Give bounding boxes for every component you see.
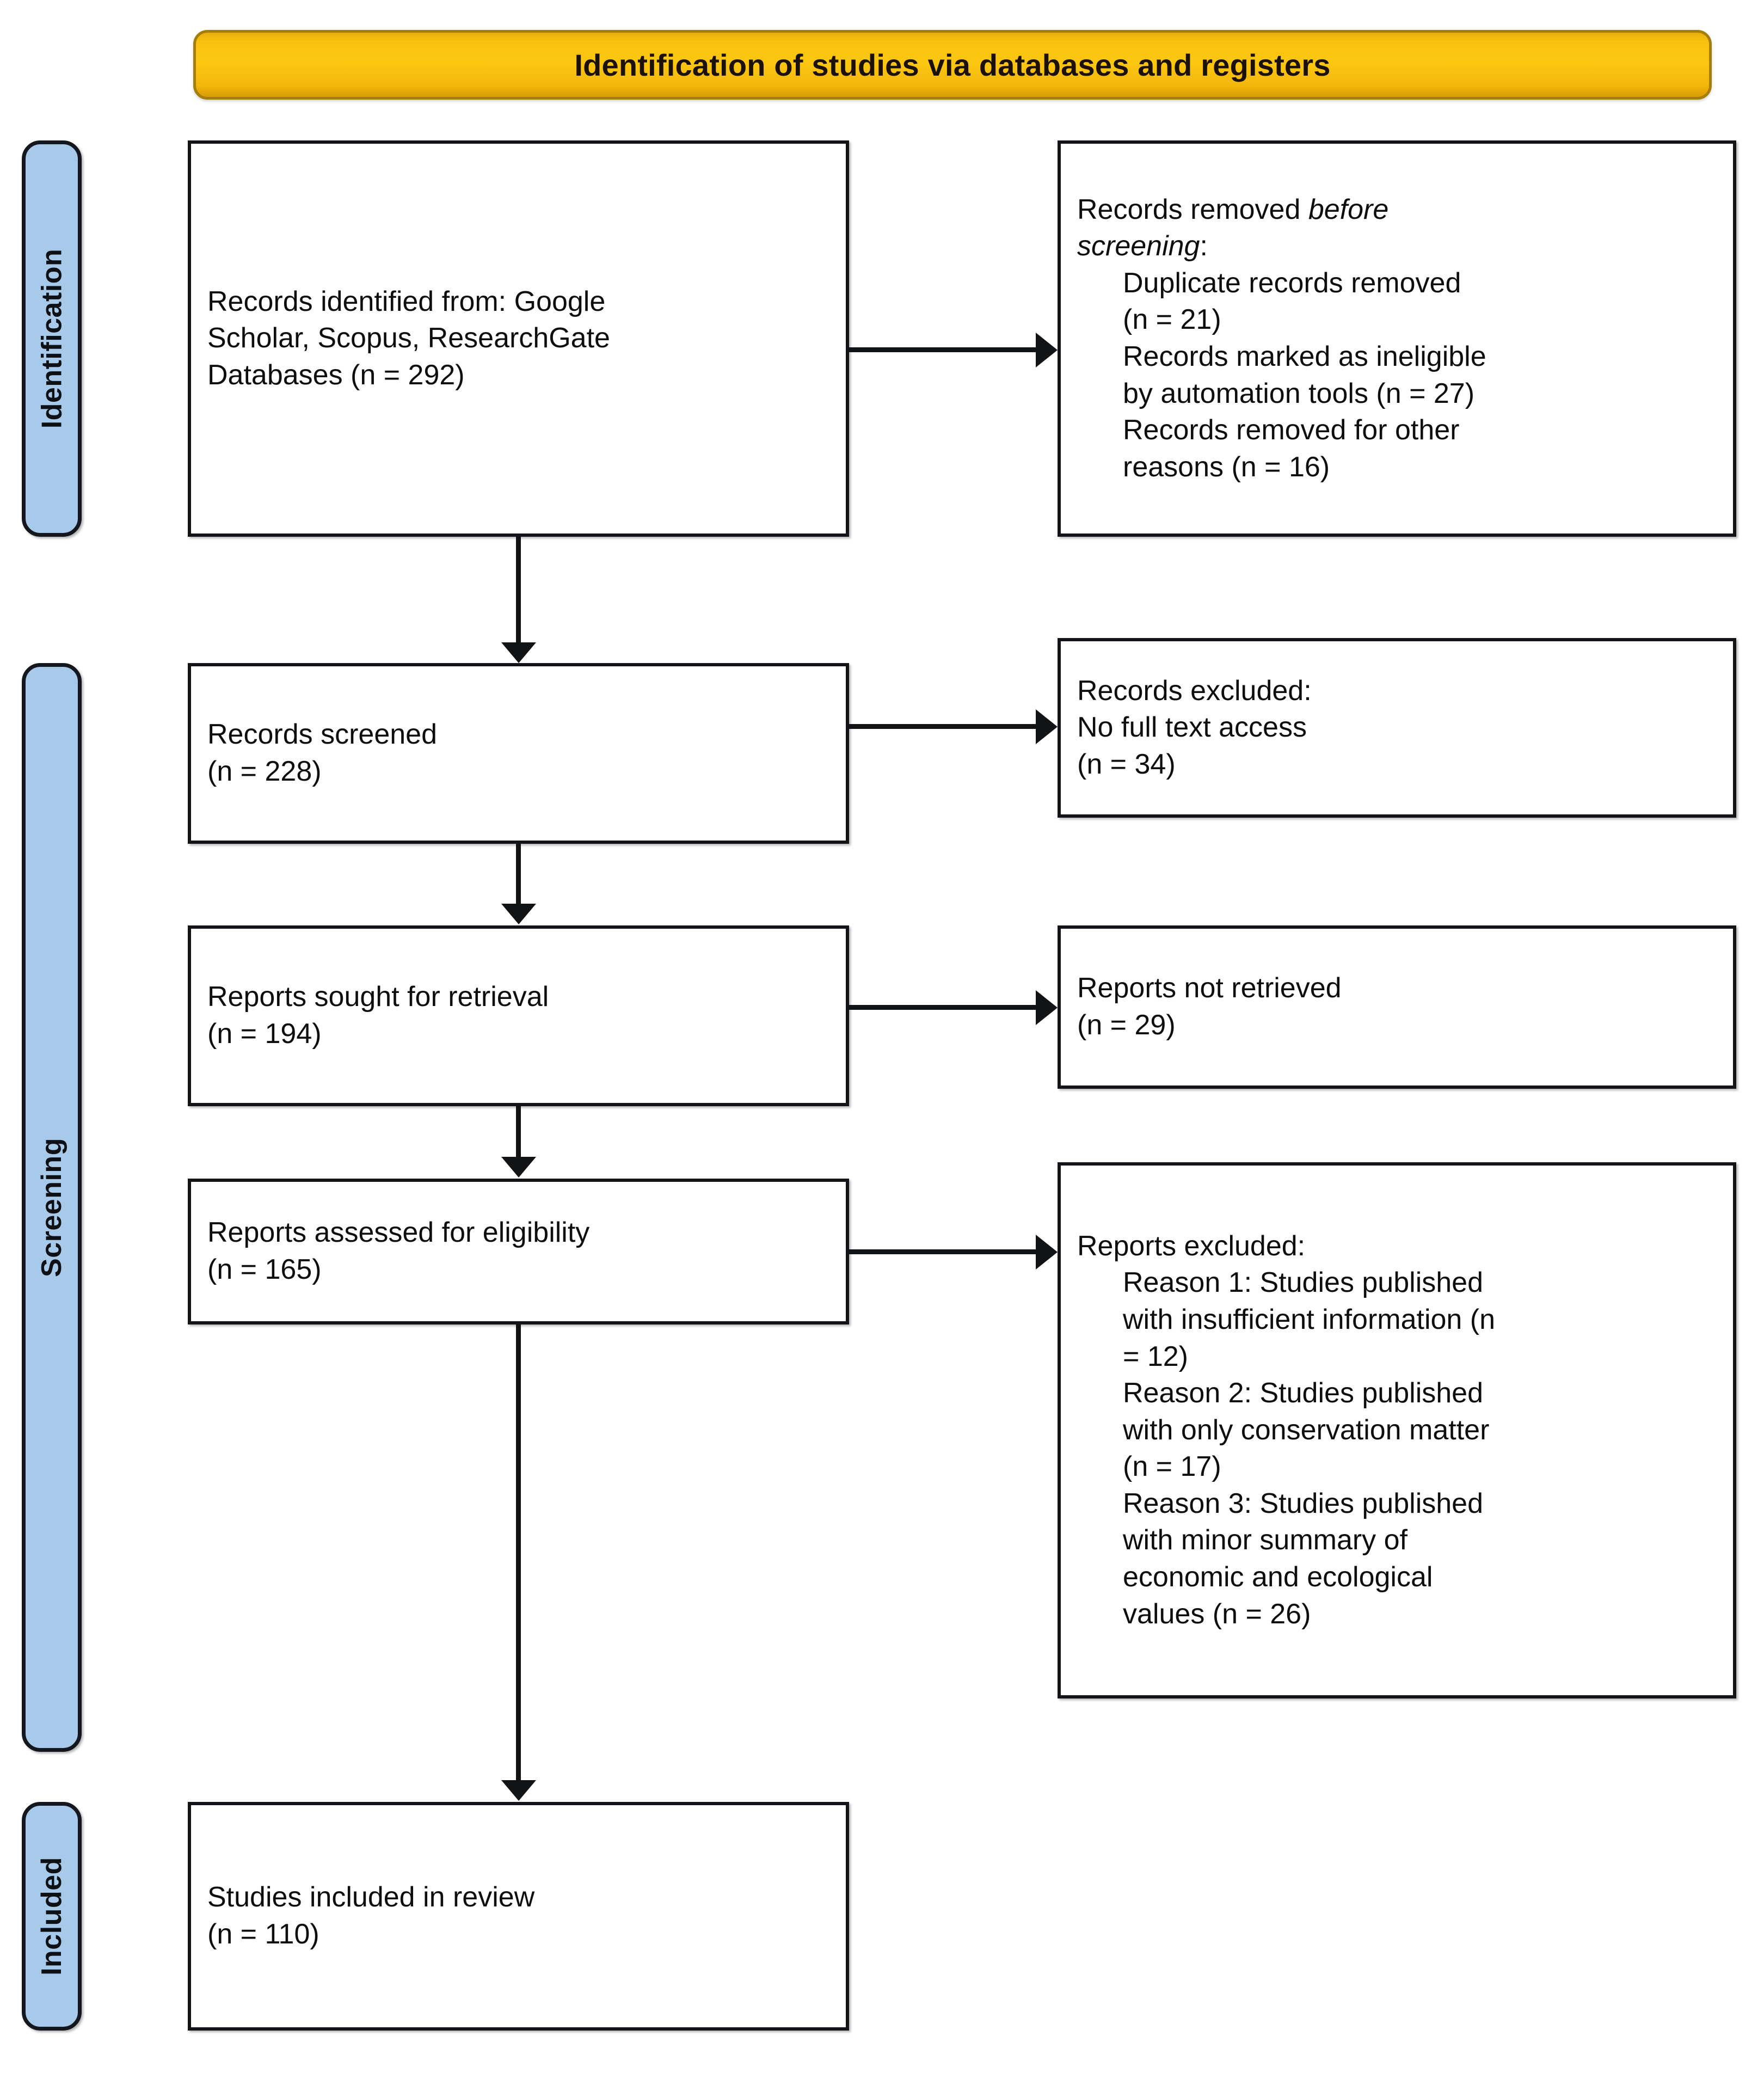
box-records-excluded: Records excluded: No full text access (n…: [1058, 638, 1736, 818]
box-records-screened-text: Records screened (n = 228): [191, 716, 846, 790]
arrow-sought-to-not-retrieved: [849, 1005, 1037, 1010]
records-removed-item-4: by automation tools (n = 27): [1123, 377, 1475, 409]
studies-included-line-1: Studies included in review: [207, 1881, 535, 1914]
records-removed-heading-italic: before: [1308, 193, 1389, 225]
records-identified-line-3: Databases (n = 292): [207, 359, 465, 391]
box-studies-included-in-review: Studies included in review (n = 110): [188, 1802, 849, 2031]
box-reports-assessed-text: Reports assessed for eligibility (n = 16…: [191, 1215, 846, 1288]
box-records-screened: Records screened (n = 228): [188, 663, 849, 844]
records-removed-heading-prefix: Records removed: [1077, 193, 1308, 225]
records-removed-item-5: Records removed for other: [1123, 414, 1460, 446]
records-removed-heading-italic-2: screening: [1077, 230, 1200, 262]
arrow-assessed-to-excluded: [849, 1249, 1037, 1254]
arrow-identified-to-screened: [516, 537, 521, 643]
reports-excluded-item-7: Reason 3: Studies published: [1123, 1487, 1484, 1519]
stage-label-screening: Screening: [22, 663, 82, 1752]
arrow-sought-to-assessed: [516, 1106, 521, 1158]
records-excluded-line-1: Records excluded:: [1077, 674, 1312, 707]
records-screened-line-1: Records screened: [207, 719, 437, 751]
records-excluded-line-2: No full text access: [1077, 712, 1307, 744]
arrow-screened-to-excluded: [849, 724, 1037, 729]
stage-label-identification: Identification: [22, 140, 82, 537]
box-records-removed-before-screening: Records removed before screening: Duplic…: [1058, 140, 1736, 537]
arrow-screened-to-sought: [516, 844, 521, 905]
records-removed-item-2: (n = 21): [1123, 304, 1221, 336]
reports-excluded-item-1: Reason 1: Studies published: [1123, 1267, 1484, 1299]
reports-excluded-item-10: values (n = 26): [1123, 1598, 1311, 1630]
box-reports-not-retrieved-text: Reports not retrieved (n = 29): [1061, 970, 1733, 1044]
records-excluded-line-3: (n = 34): [1077, 748, 1176, 780]
stage-label-identification-text: Identification: [36, 248, 67, 429]
box-records-removed-text: Records removed before screening: Duplic…: [1061, 192, 1733, 486]
box-reports-assessed-for-eligibility: Reports assessed for eligibility (n = 16…: [188, 1179, 849, 1324]
records-identified-line-1: Records identified from: Google: [207, 285, 606, 317]
box-reports-sought-for-retrieval: Reports sought for retrieval (n = 194): [188, 925, 849, 1106]
reports-excluded-item-4: Reason 2: Studies published: [1123, 1377, 1484, 1409]
records-removed-heading-line2: screening:: [1077, 228, 1717, 265]
diagram-header-banner: Identification of studies via databases …: [193, 30, 1712, 100]
reports-not-retrieved-line-1: Reports not retrieved: [1077, 972, 1342, 1004]
reports-excluded-item-8: with minor summary of: [1123, 1524, 1407, 1556]
records-removed-heading: Records removed before: [1077, 192, 1717, 229]
box-reports-not-retrieved: Reports not retrieved (n = 29): [1058, 925, 1736, 1089]
records-removed-heading-suffix: :: [1200, 230, 1208, 262]
records-removed-item-6: reasons (n = 16): [1123, 451, 1330, 483]
reports-excluded-item-6: (n = 17): [1123, 1451, 1221, 1483]
records-identified-line-2: Scholar, Scopus, ResearchGate: [207, 322, 610, 354]
box-reports-excluded: Reports excluded: Reason 1: Studies publ…: [1058, 1162, 1736, 1698]
reports-sought-line-2: (n = 194): [207, 1018, 322, 1050]
stage-label-included: Included: [22, 1802, 82, 2031]
reports-assessed-line-2: (n = 165): [207, 1254, 322, 1285]
box-records-excluded-text: Records excluded: No full text access (n…: [1061, 673, 1733, 783]
arrow-assessed-to-included: [516, 1324, 521, 1781]
reports-excluded-heading: Reports excluded:: [1077, 1230, 1306, 1262]
reports-not-retrieved-line-2: (n = 29): [1077, 1009, 1176, 1041]
stage-label-screening-text: Screening: [36, 1138, 68, 1277]
box-studies-included-text: Studies included in review (n = 110): [191, 1879, 846, 1953]
box-records-identified: Records identified from: Google Scholar,…: [188, 140, 849, 537]
studies-included-line-2: (n = 110): [207, 1918, 319, 1950]
reports-assessed-line-1: Reports assessed for eligibility: [207, 1217, 590, 1249]
records-removed-item-3: Records marked as ineligible: [1123, 341, 1486, 372]
box-records-identified-text: Records identified from: Google Scholar,…: [191, 284, 846, 394]
reports-excluded-item-9: economic and ecological: [1123, 1561, 1433, 1593]
reports-excluded-item-5: with only conservation matter: [1123, 1414, 1490, 1446]
records-removed-item-1: Duplicate records removed: [1123, 267, 1461, 299]
reports-sought-line-1: Reports sought for retrieval: [207, 981, 549, 1013]
diagram-title: Identification of studies via databases …: [574, 47, 1331, 82]
stage-label-included-text: Included: [36, 1857, 68, 1976]
reports-excluded-item-3: = 12): [1123, 1340, 1188, 1372]
records-screened-line-2: (n = 228): [207, 756, 322, 787]
box-reports-sought-text: Reports sought for retrieval (n = 194): [191, 979, 846, 1052]
box-reports-excluded-text: Reports excluded: Reason 1: Studies publ…: [1061, 1228, 1733, 1633]
reports-excluded-item-2: with insufficient information (n: [1123, 1303, 1496, 1335]
arrow-identified-to-removed: [849, 347, 1037, 352]
